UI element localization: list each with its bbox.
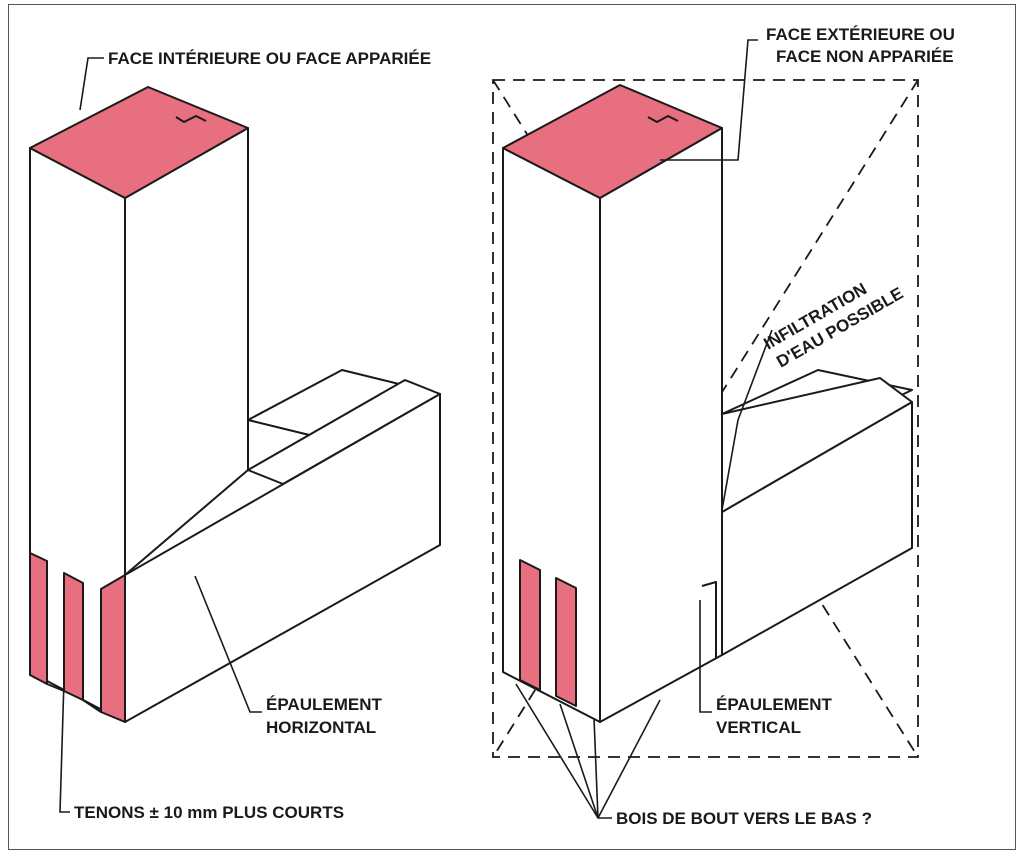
right-joint-assembly — [492, 79, 919, 758]
right-stile-side — [599, 127, 723, 723]
left-top-notch — [175, 115, 207, 123]
figure-frame — [8, 4, 1016, 850]
label-epaulement-h-line2: HORIZONTAL — [266, 718, 376, 737]
left-stile-top-face — [29, 86, 249, 199]
left-stile-side — [124, 127, 249, 576]
left-tenon-3 — [100, 574, 126, 723]
label-face-exterieure-line1: FACE EXTÉRIEURE OU — [766, 25, 955, 44]
label-tenons: TENONS ± 10 mm PLUS COURTS — [74, 803, 344, 822]
label-epaulement-v-line2: VERTICAL — [716, 718, 801, 737]
label-infiltration: INFILTRATION D'EAU POSSIBLE — [761, 279, 907, 371]
right-tenon-2 — [555, 577, 577, 707]
label-epaulement-v-line1: ÉPAULEMENT — [716, 695, 832, 714]
left-tenon-1 — [29, 552, 48, 685]
right-tenon-1 — [519, 559, 541, 691]
vertical-shoulder-edge — [701, 581, 717, 658]
right-stile-top-face — [502, 84, 723, 199]
label-face-interieure: FACE INTÉRIEURE OU FACE APPARIÉE — [108, 49, 431, 68]
right-top-notch — [647, 115, 679, 123]
label-bois-de-bout: BOIS DE BOUT VERS LE BAS ? — [616, 809, 872, 828]
dashed-frame — [492, 79, 919, 758]
label-face-exterieure-line2: FACE NON APPARIÉE — [776, 47, 954, 66]
leader-lines — [59, 39, 773, 819]
right-stile-front — [502, 147, 601, 723]
label-epaulement-h-line1: ÉPAULEMENT — [266, 695, 382, 714]
dashed-diagonal-1 — [492, 79, 919, 758]
left-joint-assembly — [29, 86, 441, 723]
left-tenon-2 — [63, 572, 84, 701]
